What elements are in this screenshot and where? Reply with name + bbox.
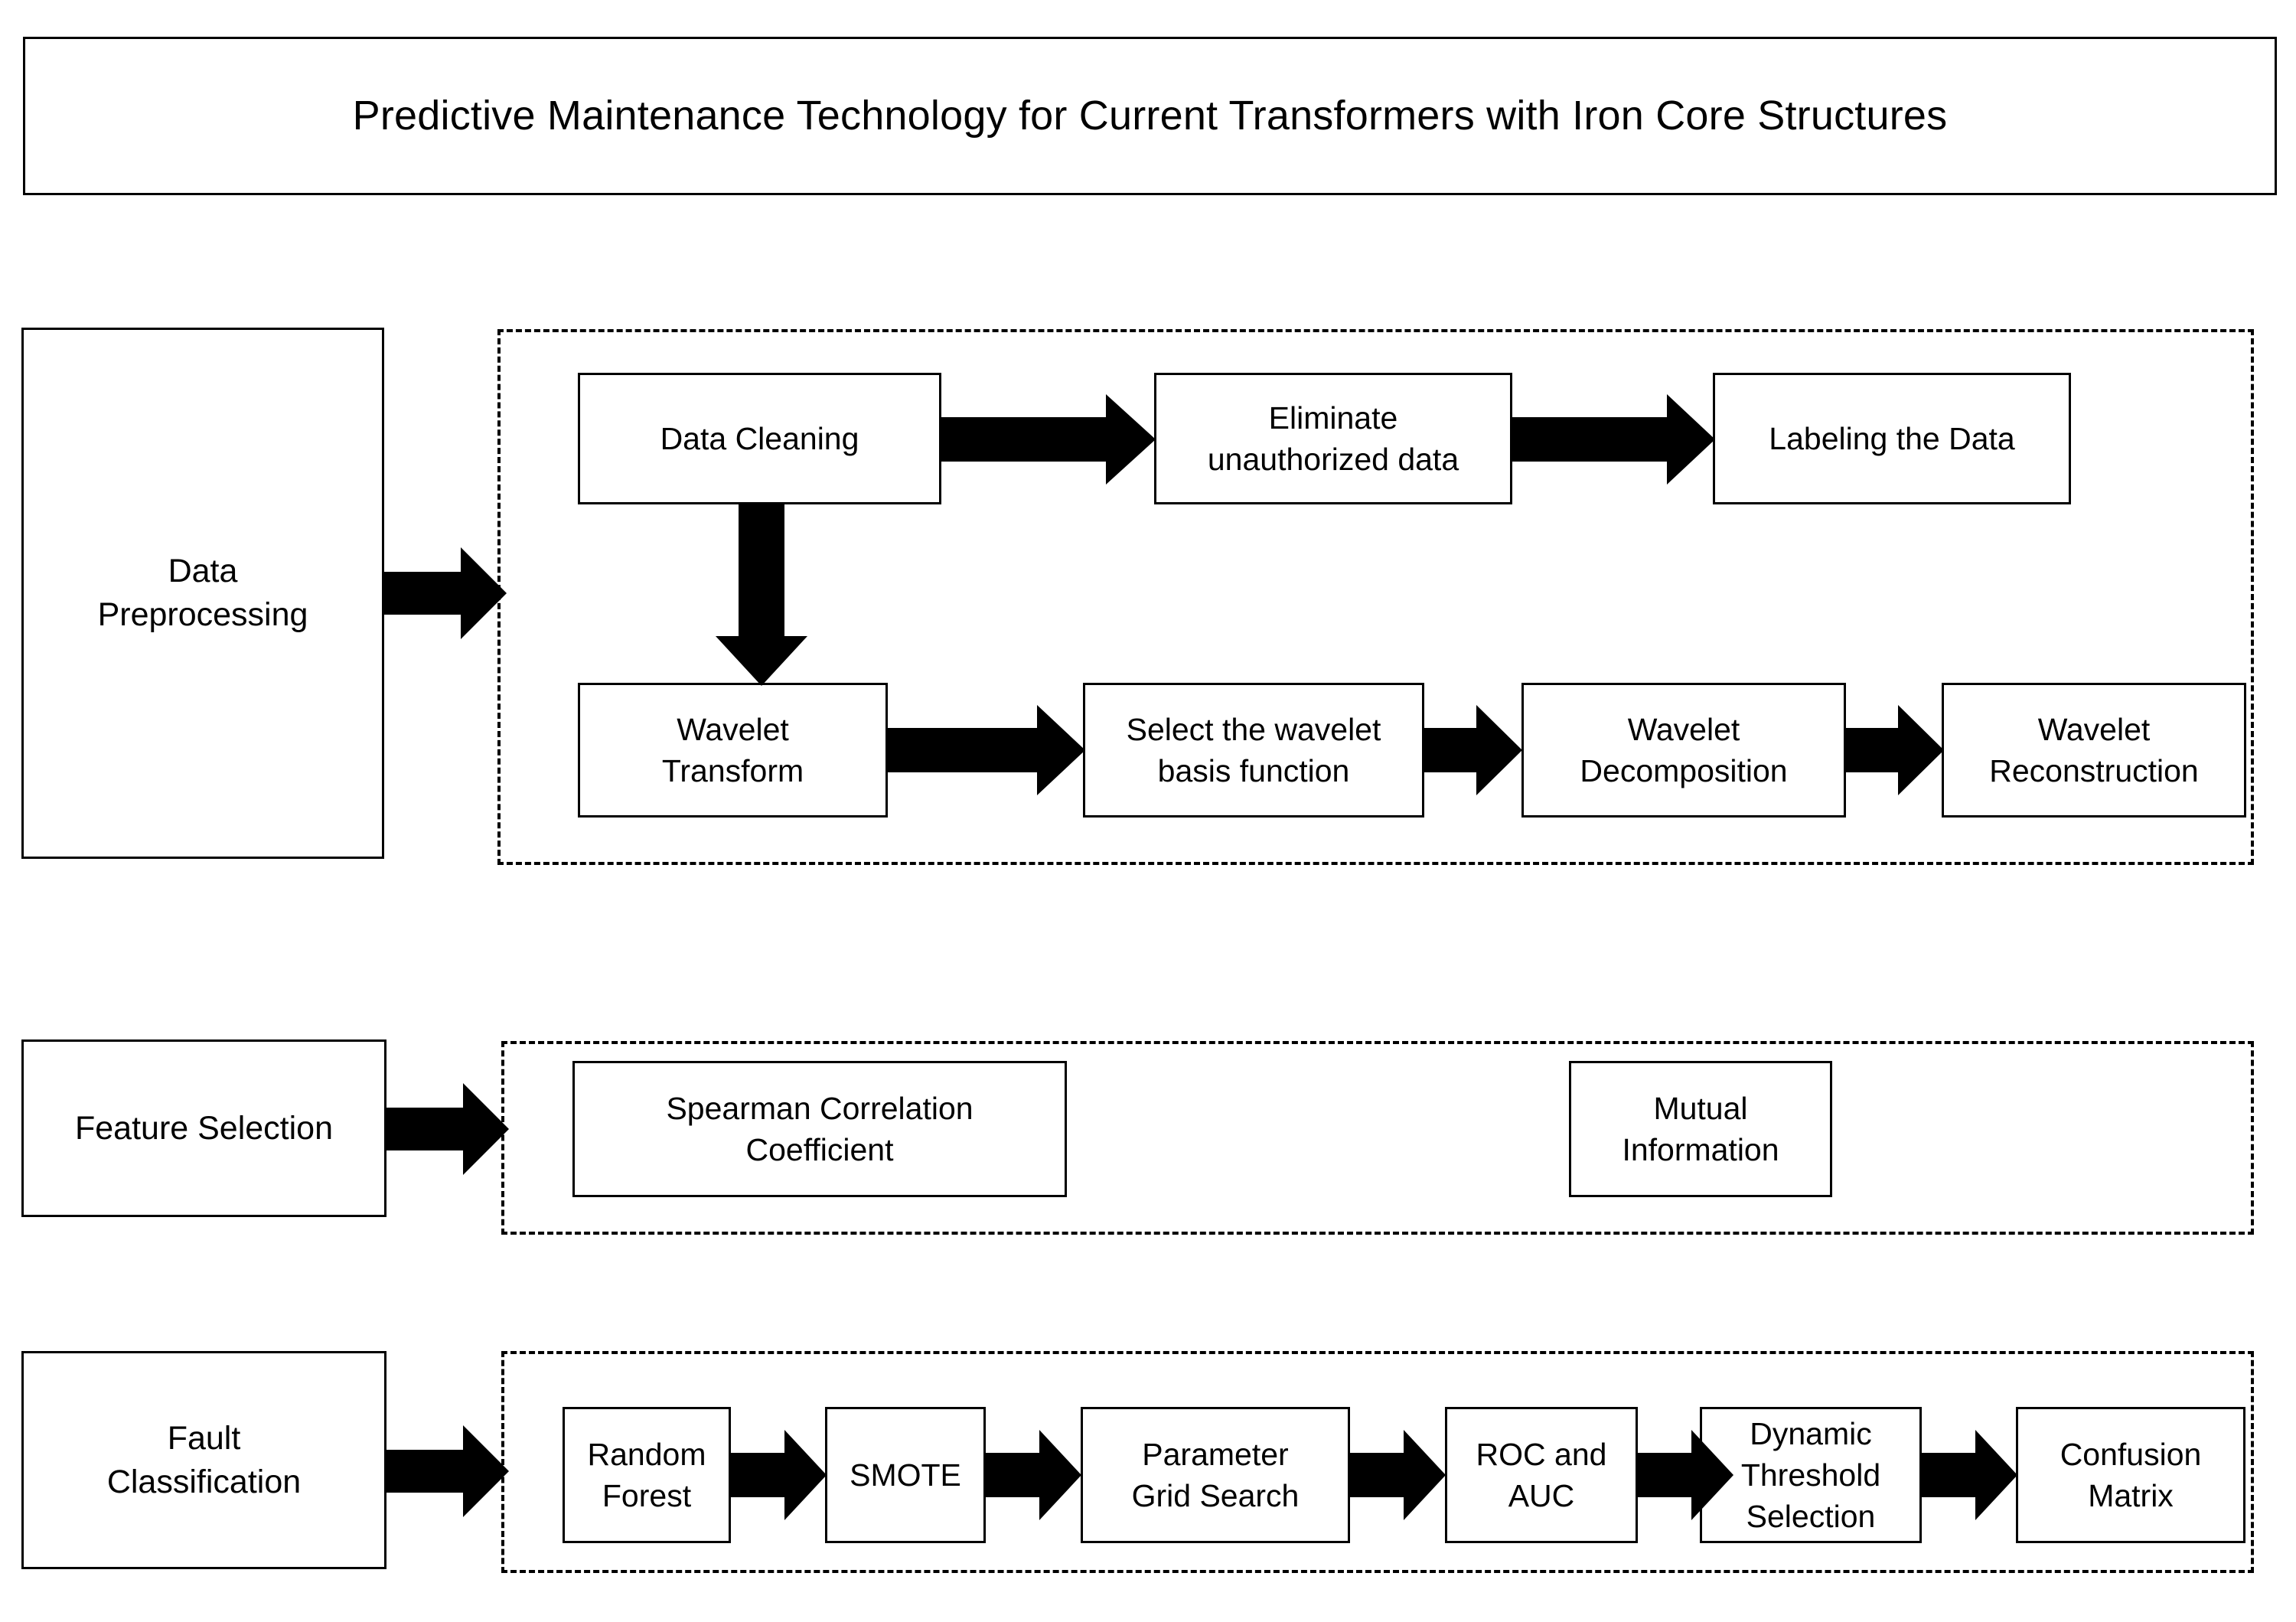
node-smote: SMOTE (825, 1407, 986, 1543)
arrow-roc-to-dynamic-threshold (1638, 1430, 1733, 1520)
arrow-eliminate-to-labeling (1512, 394, 1715, 485)
stage-label-feature-selection: Feature Selection (74, 1109, 334, 1147)
page-title: Predictive Maintenance Technology for Cu… (352, 93, 1948, 139)
arrow-stage-to-random-forest (386, 1425, 509, 1517)
arrow-data-cleaning-to-eliminate (941, 394, 1156, 485)
dashed-group-feature-selection (501, 1041, 2254, 1235)
arrow-select-basis-to-decomposition (1424, 705, 1522, 795)
arrow-stage-to-data-cleaning (384, 547, 507, 639)
dashed-group-fault-classification (501, 1351, 2254, 1573)
arrow-decomposition-to-reconstruction (1846, 705, 1944, 795)
node-label-labeling-the-data: Labeling the Data (1769, 420, 2015, 456)
node-label-smote: SMOTE (850, 1457, 961, 1493)
arrow-dynamic-threshold-to-confusion-matrix (1922, 1430, 2017, 1520)
diagram-title-box: Predictive Maintenance Technology for Cu… (23, 37, 2277, 195)
arrow-smote-to-parameter-grid-search (986, 1430, 1081, 1520)
arrow-random-forest-to-smote (731, 1430, 827, 1520)
arrow-stage-to-spearman (386, 1083, 509, 1175)
node-labeling-the-data: Labeling the Data (1713, 373, 2071, 504)
arrow-parameter-grid-search-to-roc (1350, 1430, 1446, 1520)
node-label-data-cleaning: Data Cleaning (660, 420, 859, 456)
arrow-wavelet-transform-to-select-basis (888, 705, 1085, 795)
stage-box-feature-selection: Feature Selection (21, 1039, 386, 1217)
arrow-data-cleaning-to-wavelet-transform (716, 502, 807, 686)
node-data-cleaning: Data Cleaning (578, 373, 941, 504)
